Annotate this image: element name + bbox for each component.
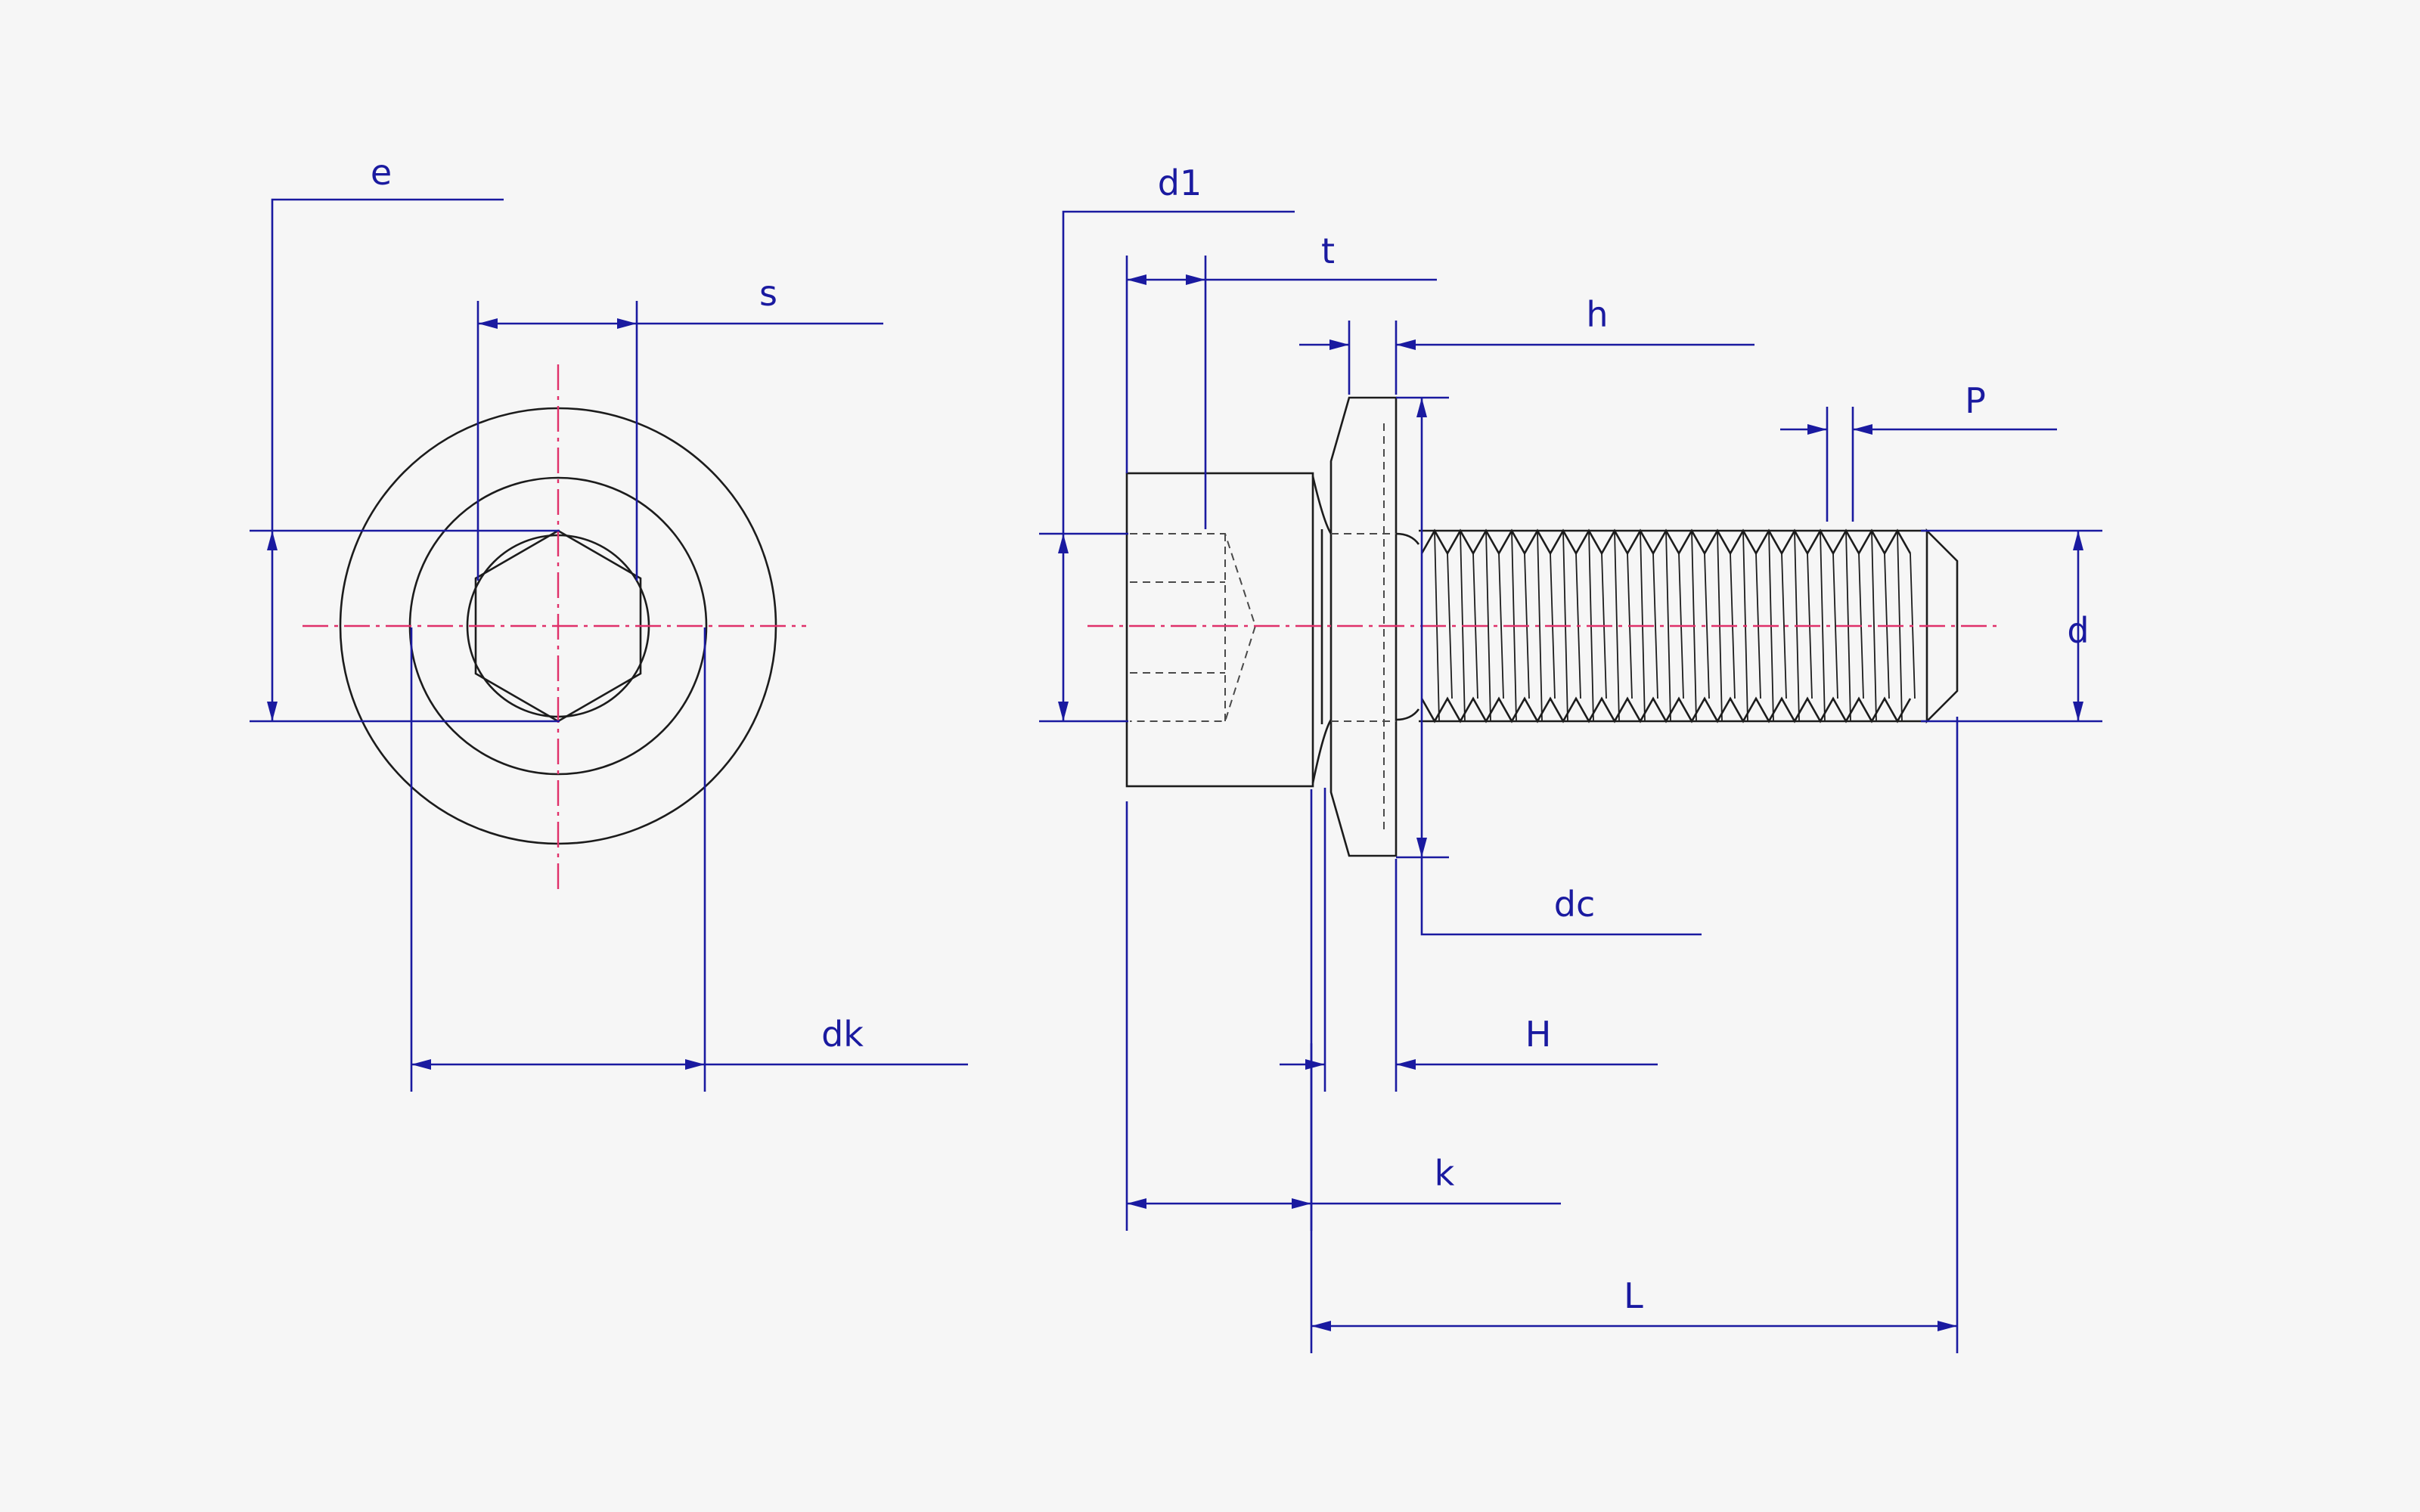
dimension-t: t (1125, 231, 1437, 529)
dimension-s: s (476, 273, 883, 581)
hidden-socket-outline (1130, 533, 1257, 722)
dimension-k: k (1125, 789, 1561, 1231)
label-s: s (759, 273, 777, 314)
label-dc: dc (1554, 884, 1596, 925)
label-e: e (371, 152, 392, 193)
label-d: d (2067, 610, 2089, 651)
label-k: k (1435, 1153, 1455, 1194)
label-H: H (1525, 1014, 1552, 1055)
dimension-dc: dc (1396, 396, 1702, 936)
dimension-h: h (1299, 294, 1754, 395)
head-fillet (1311, 476, 1333, 784)
dimension-d: d (1921, 529, 2102, 723)
label-h: h (1586, 294, 1608, 335)
label-P: P (1965, 380, 1986, 421)
label-d1: d1 (1158, 163, 1202, 203)
dimension-L: L (1310, 717, 1959, 1353)
label-t: t (1321, 231, 1335, 271)
end-view (302, 364, 806, 895)
dimension-dk: dk (410, 627, 968, 1092)
dimension-e: e (250, 152, 560, 723)
bolt-head (1125, 472, 1314, 788)
label-L: L (1624, 1275, 1643, 1316)
dimension-d1: d1 (1039, 163, 1295, 723)
dimension-H: H (1280, 788, 1658, 1092)
dimension-P: P (1780, 380, 2057, 522)
side-view (1087, 396, 1996, 857)
thread-crest-bottom (1420, 696, 1912, 723)
label-dk: dk (821, 1014, 864, 1055)
